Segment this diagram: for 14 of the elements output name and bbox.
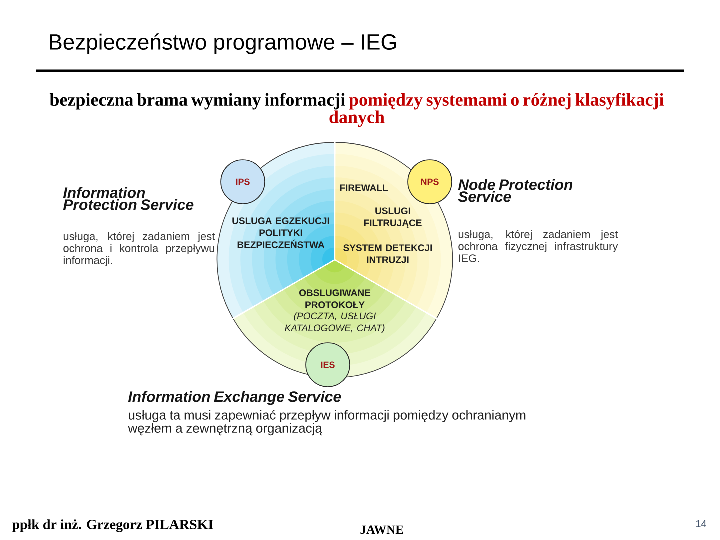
author-name: ppłk dr inż. Grzegorz PILARSKI bbox=[12, 520, 214, 532]
slide-title: Bezpieczeństwo programowe – IEG bbox=[50, 34, 396, 54]
description: usługa, której zadaniem jest ochrona i kontrola przepływu informacji. bbox=[64, 232, 216, 267]
heading: Information Exchange Service bbox=[128, 391, 342, 406]
page-number: 14 bbox=[696, 520, 706, 528]
subtitle: bezpieczna brama wymiany informacji pomiędzy systemami o różnej klasyfikacji danych bbox=[50, 93, 664, 128]
description: usługa, której zadaniem jest ochrona fizycznej infrastruktury IEG. bbox=[458, 230, 618, 262]
circle-node: IES bbox=[306, 342, 350, 388]
description: usługa ta musi zapewniać przepływ informacji pomiędzy ochranianym węzłem a zewnętrzną organizacją bbox=[128, 410, 526, 436]
heading: Information Protection Service bbox=[63, 187, 194, 210]
circle-node: NPS bbox=[408, 160, 452, 204]
heading: Node Protection Service bbox=[458, 179, 573, 202]
classification-label: JAWNE bbox=[360, 526, 404, 534]
circle-node: IPS bbox=[220, 160, 266, 204]
